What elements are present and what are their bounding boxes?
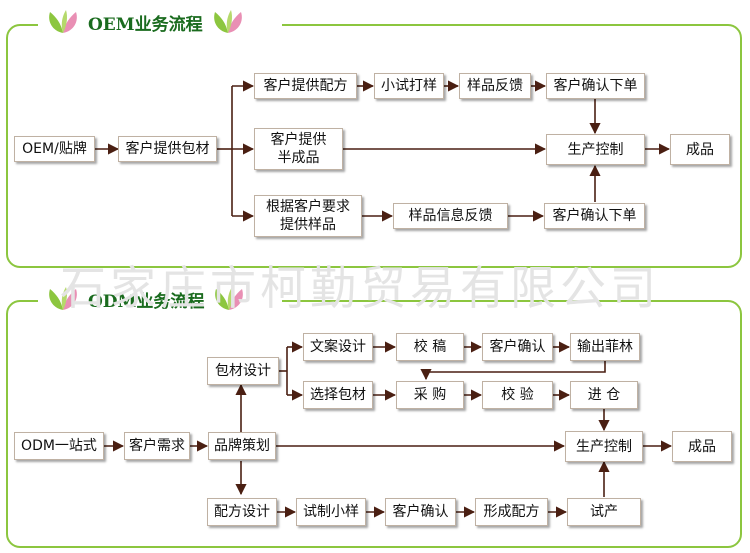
leaf-icon xyxy=(215,287,244,310)
odm-customer-confirm2-node: 客户确认 xyxy=(385,498,456,526)
odm-customer-confirm-node: 客户确认 xyxy=(482,333,553,361)
oem-confirm-bottom-node: 客户确认下单 xyxy=(544,203,645,229)
odm-product-node: 成品 xyxy=(672,431,732,462)
leaf-icon xyxy=(49,10,77,33)
oem-semi-node: 客户提供 半成品 xyxy=(254,128,343,170)
odm-title: ODM业务流程 xyxy=(88,291,205,312)
odm-film-node: 输出菲林 xyxy=(570,333,640,361)
oem-requirement-node: 根据客户要求 提供样品 xyxy=(254,195,362,237)
odm-purchase-node: 采 购 xyxy=(396,381,464,409)
oem-product-node: 成品 xyxy=(670,134,730,165)
oem-production-node: 生产控制 xyxy=(546,134,645,165)
odm-production-node: 生产控制 xyxy=(565,431,643,462)
oem-formula-node: 客户提供配方 xyxy=(254,73,357,99)
oem-info-feedback-node: 样品信息反馈 xyxy=(393,203,508,229)
odm-brand-node: 品牌策划 xyxy=(208,432,276,460)
oem-sample-feedback-node: 样品反馈 xyxy=(459,73,531,99)
oem-confirm-top-node: 客户确认下单 xyxy=(546,73,645,99)
odm-package-design-node: 包材设计 xyxy=(207,357,279,385)
oem-heading: OEM业务流程 xyxy=(38,8,282,36)
odm-small-sample-node: 试制小样 xyxy=(296,498,366,526)
oem-trial-node: 小试打样 xyxy=(374,73,444,99)
odm-warehouse-node: 进 仓 xyxy=(570,381,638,409)
leaf-icon xyxy=(213,10,242,33)
odm-start-node: ODM一站式 xyxy=(14,432,104,460)
odm-final-formula-node: 形成配方 xyxy=(475,498,548,526)
odm-heading: ODM业务流程 xyxy=(38,285,282,313)
odm-formula-design-node: 配方设计 xyxy=(207,498,277,526)
leaf-icon xyxy=(49,287,77,310)
odm-select-pack-node: 选择包材 xyxy=(303,381,373,409)
odm-proof-node: 校 稿 xyxy=(396,333,464,361)
odm-trial-production-node: 试产 xyxy=(567,498,641,526)
odm-inspect-node: 校 验 xyxy=(482,381,553,409)
odm-copy-design-node: 文案设计 xyxy=(303,333,373,361)
oem-title: OEM业务流程 xyxy=(88,14,203,35)
odm-demand-node: 客户需求 xyxy=(124,432,190,460)
oem-start-node: OEM/贴牌 xyxy=(14,136,95,162)
oem-pack-node: 客户提供包材 xyxy=(118,136,217,162)
company-watermark: 石家庄市柯勤贸易有限公司 xyxy=(60,261,660,315)
arrow-connector xyxy=(420,361,606,381)
